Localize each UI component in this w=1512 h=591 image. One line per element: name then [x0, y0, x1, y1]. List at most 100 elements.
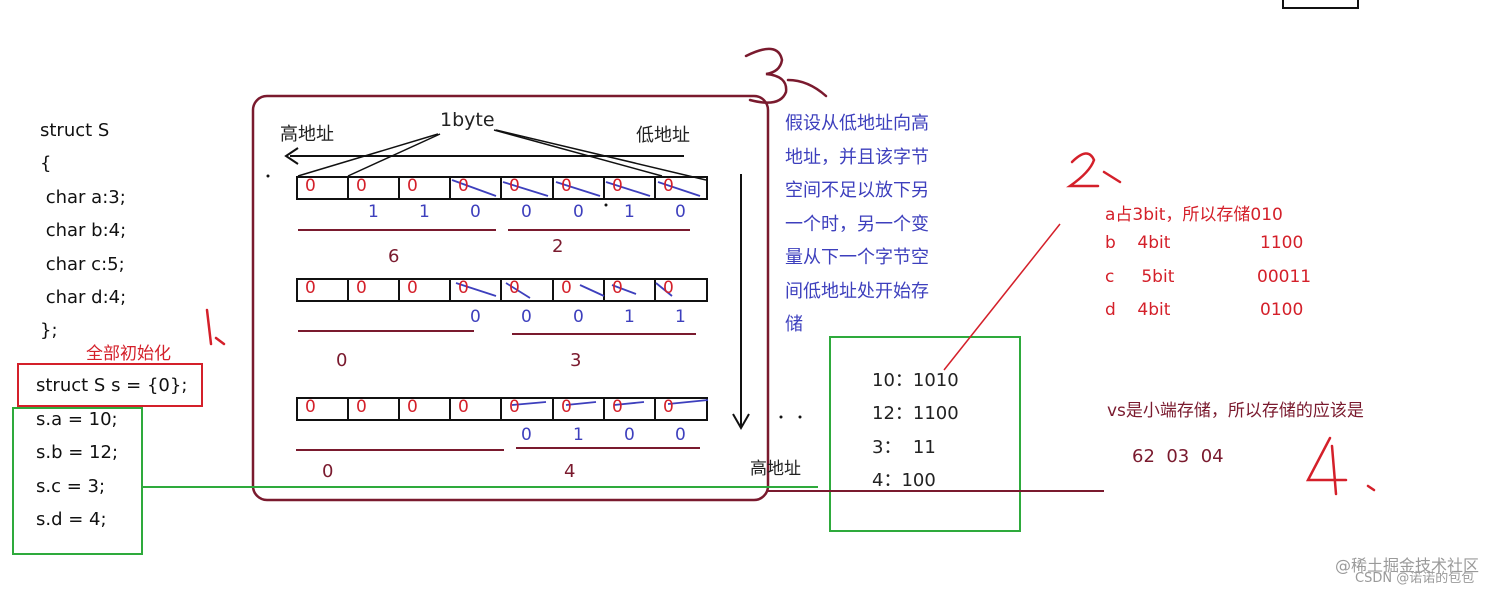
code-line: char a:3;	[40, 187, 126, 208]
bit-bottom-r1c3: 1	[419, 202, 430, 222]
note-line: 储	[785, 314, 803, 335]
bit-top-r2c5: 0	[509, 278, 520, 298]
bit-bottom-r1c6: 0	[573, 202, 584, 222]
bit-bottom-r1c4: 0	[470, 202, 481, 222]
bit-top-r1c6: 0	[561, 176, 572, 196]
bit-top-r2c8: 0	[663, 278, 674, 298]
watermark-line1: @稀土掘金技术社区	[1335, 556, 1480, 575]
row1-cells	[296, 176, 708, 200]
high-address-label: 高地址	[280, 124, 334, 145]
bit-top-r3c5: 0	[509, 397, 520, 417]
bit-bottom-r1c2: 1	[368, 202, 379, 222]
bit-top-r3c6: 0	[561, 397, 572, 417]
hex-left-row2: 0	[336, 350, 348, 371]
bit-bottom-r1c8: 0	[675, 202, 686, 222]
note-line: 一个时，另一个变	[785, 213, 929, 235]
assign-line: s.b = 12;	[36, 442, 119, 463]
watermark-line2: CSDN @诺诺的包包	[1355, 571, 1475, 586]
bit-bottom-r3c7: 0	[624, 425, 635, 445]
code-line: struct S	[40, 120, 110, 141]
code-line: char d:4;	[40, 287, 127, 308]
byte-label: 1byte	[440, 109, 495, 131]
note-line: 间低地址处开始存	[785, 280, 929, 302]
bit-top-r3c8: 0	[663, 397, 674, 417]
binary-line: 3： 11	[872, 437, 936, 458]
note-line: 空间不足以放下另	[785, 180, 929, 201]
strike-marks	[451, 179, 709, 406]
bit-top-r3c7: 0	[612, 397, 623, 417]
bit-bottom-r3c8: 0	[675, 425, 686, 445]
init-label: 全部初始化	[86, 344, 171, 364]
hex-right-row3: 4	[564, 461, 576, 482]
conclusion-text: vs是小端存储，所以存储的应该是	[1107, 401, 1364, 421]
bit-top-r2c4: 0	[458, 278, 469, 298]
binary-line: 12：1100	[872, 403, 959, 424]
row2-cells	[296, 278, 708, 302]
bits-row-a: a占3bit，所以存储010	[1105, 205, 1283, 225]
byte-pointer-left-1	[297, 133, 439, 177]
bit-top-r1c8: 0	[663, 176, 674, 196]
bit-top-r2c7: 0	[612, 278, 623, 298]
bit-bottom-r2c6: 0	[573, 307, 584, 327]
bit-top-r1c4: 0	[458, 176, 469, 196]
down-arrow-head	[732, 413, 750, 431]
note-line: 地址，并且该字节	[785, 146, 929, 168]
code-line: char b:4;	[40, 220, 127, 241]
row3-cells	[296, 397, 708, 421]
bit-bottom-r1c7: 1	[624, 202, 635, 222]
init-box	[17, 363, 203, 407]
bits-row-b: b 4bit	[1105, 233, 1171, 253]
binary-box	[829, 336, 1021, 532]
pointer-line	[943, 223, 1061, 371]
note-line: 假设从低地址向高	[785, 113, 929, 134]
bit-bottom-r2c7: 1	[624, 307, 635, 327]
byte-pointer-left-2	[347, 133, 441, 177]
high-address-bottom-label: 高地址	[750, 459, 801, 479]
binary-line: 4：100	[872, 470, 936, 491]
assign-line: s.a = 10;	[36, 409, 118, 430]
assign-line: s.d = 4;	[36, 509, 107, 530]
bits-row-c: c 5bit	[1105, 267, 1175, 287]
conclusion-bytes: 62 03 04	[1132, 446, 1224, 467]
bit-bottom-r2c4: 0	[470, 307, 481, 327]
stray-dots	[266, 174, 802, 419]
marker-strokes	[205, 47, 1376, 496]
explanation-note: 假设从低地址向高 地址，并且该字节 空间不足以放下另 一个时，另一个变 量从下一…	[785, 107, 929, 342]
hex-right-row1: 2	[552, 236, 564, 257]
binary-line: 10：1010	[872, 370, 959, 391]
assign-box	[12, 407, 143, 555]
bit-top-r1c2: 0	[356, 176, 367, 196]
bits-value-c: 00011	[1257, 267, 1312, 287]
bit-top-r2c3: 0	[407, 278, 418, 298]
bit-bottom-r2c8: 1	[675, 307, 686, 327]
bit-top-r2c2: 0	[356, 278, 367, 298]
bit-top-r1c5: 0	[509, 176, 520, 196]
bit-top-r1c3: 0	[407, 176, 418, 196]
byte-pointer-right-2	[495, 129, 707, 181]
partial-top-box	[1282, 0, 1359, 9]
bit-top-r3c3: 0	[407, 397, 418, 417]
memory-frame	[251, 94, 770, 502]
bit-top-r2c1: 0	[305, 278, 316, 298]
assign-line: s.c = 3;	[36, 476, 106, 497]
low-address-label: 低地址	[636, 125, 690, 146]
bit-top-r3c2: 0	[356, 397, 367, 417]
bit-bottom-r3c6: 1	[573, 425, 584, 445]
bit-top-r1c7: 0	[612, 176, 623, 196]
bits-value-d: 0100	[1260, 300, 1304, 320]
code-line: };	[40, 320, 58, 341]
byte-underlines	[296, 229, 700, 451]
bits-row-d: d 4bit	[1105, 300, 1171, 320]
init-line: struct S s = {0};	[36, 375, 188, 396]
bit-bottom-r2c5: 0	[521, 307, 532, 327]
address-arrow-head	[284, 147, 299, 165]
bit-top-r3c4: 0	[458, 397, 469, 417]
code-line: {	[40, 153, 52, 174]
note-line: 量从下一个字节空	[785, 247, 929, 268]
bit-top-r1c1: 0	[305, 176, 316, 196]
bit-bottom-r1c5: 0	[521, 202, 532, 222]
code-line: char c:5;	[40, 254, 125, 275]
hex-left-row3: 0	[322, 461, 334, 482]
bit-bottom-r3c5: 0	[521, 425, 532, 445]
